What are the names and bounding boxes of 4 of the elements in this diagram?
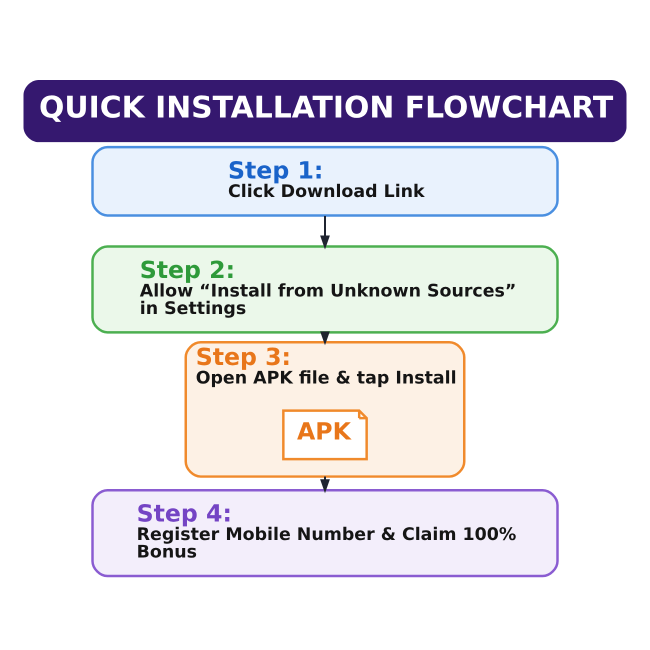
node-box: Step 1: Click Download Link bbox=[91, 145, 559, 216]
diagram-title: QUICK INSTALLATION FLOWCHART bbox=[39, 90, 614, 125]
node-box: Step 4: Register Mobile Number & Claim 100% Bonus bbox=[91, 488, 559, 577]
arrow bbox=[320, 215, 330, 249]
